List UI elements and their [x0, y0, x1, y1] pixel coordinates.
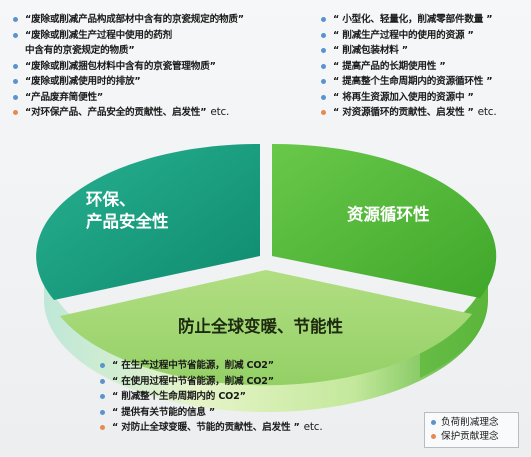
pie-side-right-shade	[420, 262, 488, 378]
list-item: “ 提高产品的长期使用性 ”	[321, 59, 497, 75]
blue-bullet-icon	[321, 32, 326, 38]
blue-bullet-icon	[321, 63, 326, 69]
list-item-suffix: etc.	[303, 421, 323, 433]
list-item-text: “废除或削减产品构成部材中含有的京瓷规定的物质”	[25, 14, 244, 25]
segment-label-energy: 防止全球变暖、节能性	[178, 317, 343, 336]
list-item: “废除或削减产品构成部材中含有的京瓷规定的物质”	[13, 12, 244, 28]
list-item: “ 在生产过程中节省能源，削减 CO2”	[100, 358, 322, 374]
list-item-text: “ 削减生产过程中的使用的资源 ”	[333, 29, 474, 41]
list-item-text: “废除或削减捆包材料中含有的京瓷管理物质”	[25, 60, 216, 72]
list-item-text: 中含有的京瓷规定的物质”	[25, 45, 135, 56]
blue-bullet-icon	[100, 409, 105, 415]
list-item: “ 对防止全球变暖、节能的贡献性、启发性 ”etc.	[100, 420, 323, 436]
list-item: “ 削减生产过程中的使用的资源 ”	[321, 28, 497, 44]
blue-bullet-icon	[13, 32, 18, 38]
blue-bullet-icon	[13, 17, 18, 22]
list-item-text: “ 提高产品的长期使用性 ”	[333, 60, 446, 72]
list-item: “ 将再生资源加入使用的资源中 ”	[321, 90, 497, 106]
right-criteria-list: “ 小型化、轻量化，削减零部件数量 ” “ 削减生产过程中的使用的资源 ” “ 削减…	[321, 12, 497, 121]
list-item: “ 削减包装材料 ”	[321, 43, 497, 59]
list-item-text: “ 提高整个生命周期内的资源循环性 ”	[333, 76, 493, 87]
list-item-text: “ 对防止全球变暖、节能的贡献性、启发性 ”	[112, 422, 300, 433]
list-item-text: “ 削减整个生命周期内的 CO2”	[112, 391, 246, 402]
list-item: “ 对资源循环的贡献性、启发性 ”etc.	[321, 105, 497, 121]
list-item: “ 削减整个生命周期内的 CO2”	[100, 389, 322, 405]
blue-bullet-icon	[13, 63, 18, 69]
list-item-suffix: etc.	[210, 106, 230, 118]
list-item: “产品废弃简便性”	[13, 90, 244, 106]
blue-bullet-icon	[100, 378, 105, 384]
blue-bullet-icon	[13, 79, 18, 84]
list-item: “废除或削减生产过程中使用的药剂 中含有的京瓷规定的物质”	[13, 28, 244, 59]
legend-dot-blue-icon	[431, 420, 436, 425]
list-item: “ 提高整个生命周期内的资源循环性 ”	[321, 74, 497, 90]
list-item-text: “ 将再生资源加入使用的资源中 ”	[333, 91, 474, 103]
list-item: “废除或削减捆包材料中含有的京瓷管理物质”	[13, 59, 244, 75]
list-item: “对环保产品、产品安全的贡献性、启发性”etc.	[13, 105, 244, 121]
list-item: “ 提供有关节能的信息 ”	[100, 405, 322, 421]
segment-label-environment: 环保、 产品安全性	[86, 190, 169, 231]
blue-bullet-icon	[321, 17, 326, 22]
list-item: “ 小型化、轻量化，削减零部件数量 ”	[321, 12, 497, 28]
list-item-text: “ 在生产过程中节省能源，削减 CO2”	[112, 360, 274, 371]
list-item: “ 在使用过程中节省能源，削减 CO2”	[100, 374, 322, 390]
legend-row-reduce: 负荷削减理念	[431, 416, 518, 430]
list-item-text: “ 小型化、轻量化，削减零部件数量 ”	[333, 14, 493, 25]
segment-energy	[60, 270, 472, 386]
legend: 负荷削减理念 保护贡献理念	[424, 412, 519, 448]
list-item-text: “ 在使用过程中节省能源，削减 CO2”	[112, 375, 274, 387]
blue-bullet-icon	[321, 94, 326, 100]
orange-bullet-icon	[100, 425, 105, 430]
list-item-text: “对环保产品、产品安全的贡献性、启发性”	[25, 107, 207, 118]
blue-bullet-icon	[321, 48, 326, 53]
list-item-text: “ 提供有关节能的信息 ”	[112, 406, 216, 418]
orange-bullet-icon	[321, 110, 326, 115]
left-criteria-list: “废除或削减产品构成部材中含有的京瓷规定的物质” “废除或削减生产过程中使用的药剂…	[13, 12, 244, 121]
legend-dot-orange-icon	[431, 434, 436, 439]
blue-bullet-icon	[100, 394, 105, 399]
list-item-suffix: etc.	[477, 106, 497, 118]
bottom-criteria-list: “ 在生产过程中节省能源，削减 CO2” “ 在使用过程中节省能源，削减 CO2”…	[100, 358, 323, 436]
list-item-text: “产品废弃简便性”	[25, 91, 103, 103]
legend-label-contribution: 保护贡献理念	[441, 431, 499, 442]
legend-label-reduce: 负荷削减理念	[441, 417, 499, 428]
list-item-text: “ 削减包装材料 ”	[333, 45, 408, 56]
segment-resource	[272, 143, 497, 298]
list-item: “废除或削减使用时的排放”	[13, 74, 244, 90]
blue-bullet-icon	[13, 94, 18, 100]
segment-environment	[36, 143, 260, 300]
list-item-text: “废除或削减使用时的排放”	[25, 76, 141, 87]
blue-bullet-icon	[321, 79, 326, 84]
pie-side-wall	[44, 262, 488, 412]
segment-label-resource: 资源循环性	[347, 205, 430, 224]
list-item-text: “废除或削减生产过程中使用的药剂	[25, 29, 173, 41]
list-item-text: “ 对资源循环的贡献性、启发性 ”	[333, 107, 474, 118]
orange-bullet-icon	[13, 110, 18, 115]
blue-bullet-icon	[100, 363, 105, 368]
legend-row-contribution: 保护贡献理念	[431, 430, 518, 444]
